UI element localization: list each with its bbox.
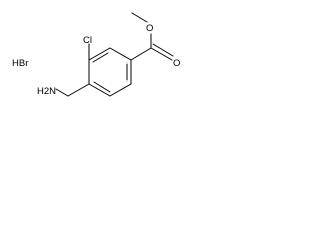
ring-to-carbonyl-bond <box>130 47 152 61</box>
chlorine-label: Cl <box>83 35 92 46</box>
molecule-structure: O O Cl H2N HBr <box>12 12 180 97</box>
structure-canvas: O O Cl H2N HBr <box>0 0 198 125</box>
carbonyl-double-bond-a <box>150 47 173 61</box>
methylene-to-amine-bond <box>55 88 69 97</box>
aminomethyl-group <box>55 83 90 97</box>
benzene-ring <box>88 47 132 97</box>
ring-double-bond-inner-2 <box>93 81 111 93</box>
ring-double-bond-inner-3 <box>92 52 109 63</box>
amine-label: H2N <box>37 86 56 97</box>
carbonyl-double-bond-b <box>152 43 174 57</box>
methyl-ester-group <box>130 12 174 61</box>
ring-bond-2 <box>109 83 132 97</box>
hbr-salt-label: HBr <box>12 58 28 69</box>
carbonyl-oxygen-label: O <box>173 58 180 69</box>
ester-oxygen-label: O <box>146 23 153 34</box>
ester-oxygen-to-methyl-bond <box>131 12 148 23</box>
ring-bond-3 <box>88 83 111 97</box>
ring-bond-6 <box>109 47 132 61</box>
ring-to-methylene-bond <box>67 83 90 97</box>
ring-bond-5 <box>88 47 111 61</box>
